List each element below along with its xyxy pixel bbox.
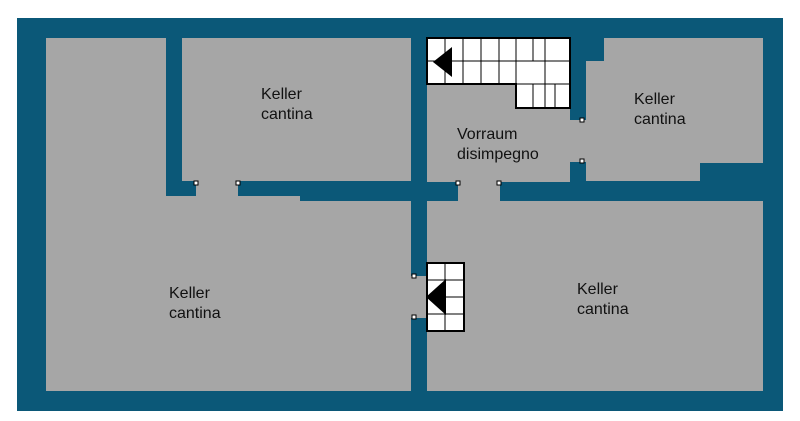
room-label-line1: Keller <box>169 285 211 302</box>
room-floor-upper-middle <box>182 38 411 181</box>
doorway-vorraum-bottom <box>458 181 500 202</box>
room-label-lower-right: Keller cantina <box>577 281 629 318</box>
room-label-line1: Vorraum <box>457 126 517 143</box>
room-label-line2: cantina <box>169 305 221 322</box>
doorway-lower-right-left <box>410 276 428 318</box>
room-label-upper-middle: Keller cantina <box>261 86 313 123</box>
door-jambs <box>193 117 585 320</box>
doorway-upper-middle <box>196 181 238 197</box>
room-floor-lower-left <box>46 38 411 391</box>
room-label-line1: Keller <box>577 281 619 298</box>
room-label-line1: Keller <box>261 86 303 103</box>
room-label-line2: cantina <box>261 106 313 123</box>
room-label-line1: Keller <box>634 91 676 108</box>
stair-direction-arrow-icon <box>433 47 452 77</box>
stair-direction-arrow-icon <box>426 279 446 315</box>
upper-staircase <box>426 37 571 109</box>
room-label-line2: cantina <box>634 111 686 128</box>
doorway-vorraum-right <box>569 120 587 162</box>
room-label-vorraum: Vorraum disimpegno <box>457 126 539 163</box>
lower-staircase <box>426 262 465 332</box>
room-floor-lower-right <box>427 201 763 391</box>
room-label-lower-left: Keller cantina <box>169 285 221 322</box>
room-floor-upper-right <box>586 38 763 181</box>
room-label-line2: cantina <box>577 301 629 318</box>
room-label-upper-right: Keller cantina <box>634 91 686 128</box>
room-label-line2: disimpegno <box>457 146 539 163</box>
